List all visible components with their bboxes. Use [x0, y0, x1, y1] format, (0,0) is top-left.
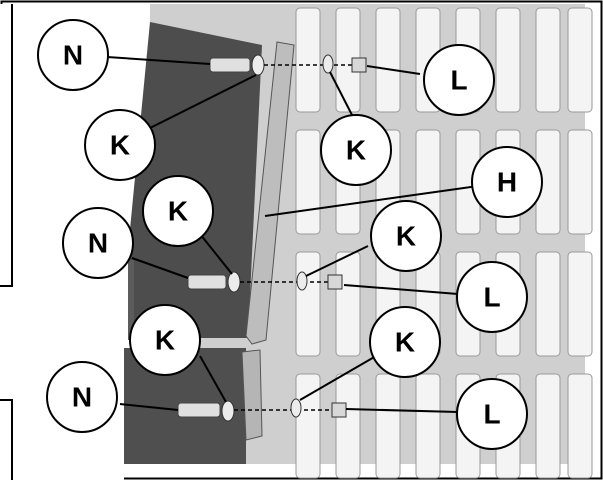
grille-slot	[496, 8, 520, 112]
nut-l3	[332, 403, 346, 417]
callout-k3-label: K	[168, 196, 188, 227]
bolt-n3	[178, 403, 220, 417]
bracket-h-lower	[242, 350, 262, 440]
washer-k3	[228, 272, 240, 292]
callout-n3: N	[47, 362, 117, 432]
grille-slot	[416, 374, 440, 478]
callout-k1-label: K	[110, 130, 130, 161]
nut-l2	[328, 275, 342, 289]
callout-k2-label: K	[346, 135, 366, 166]
callout-n2-label: N	[88, 228, 108, 259]
callout-l1-label: L	[450, 65, 467, 96]
grille-slot	[296, 130, 320, 234]
callout-l3-label: L	[483, 399, 500, 430]
washer-k4	[297, 272, 307, 290]
grille-slot	[568, 8, 592, 112]
washer-k1	[252, 55, 264, 75]
grille-slot	[376, 8, 400, 112]
callout-k5-label: K	[155, 325, 175, 356]
grille-slot	[376, 374, 400, 478]
callout-k6: K	[370, 307, 440, 377]
callout-n2: N	[63, 208, 133, 278]
callout-h-label: H	[497, 167, 517, 198]
callout-l3: L	[457, 379, 527, 449]
bolt-n2	[188, 275, 226, 289]
callout-k6-label: K	[395, 327, 415, 358]
grille-slot	[536, 8, 560, 112]
grille-slot	[568, 252, 592, 356]
washer-k5	[222, 401, 234, 421]
callout-k3: K	[143, 176, 213, 246]
washer-k2	[323, 55, 333, 73]
grille-slot	[536, 252, 560, 356]
grille-slot	[536, 374, 560, 478]
callout-l1: L	[424, 45, 494, 115]
bolt-n1	[210, 58, 250, 72]
callout-k1: K	[85, 110, 155, 180]
callout-n1-label: N	[63, 40, 83, 71]
grille-slot	[296, 8, 320, 112]
grille-slot	[336, 374, 360, 478]
callout-k4-label: K	[396, 221, 416, 252]
callout-n3-label: N	[72, 382, 92, 413]
callout-k2: K	[321, 115, 391, 185]
grille-slot	[568, 130, 592, 234]
grille-slot	[336, 252, 360, 356]
washer-k6	[291, 399, 301, 417]
callout-l2: L	[457, 262, 527, 332]
callout-h: H	[472, 147, 542, 217]
grille-slot	[296, 252, 320, 356]
grille-slot	[568, 374, 592, 478]
callout-l2-label: L	[483, 282, 500, 313]
callout-n1: N	[38, 20, 108, 90]
callout-k4: K	[371, 201, 441, 271]
nut-l1	[352, 58, 366, 72]
callout-k5: K	[130, 305, 200, 375]
